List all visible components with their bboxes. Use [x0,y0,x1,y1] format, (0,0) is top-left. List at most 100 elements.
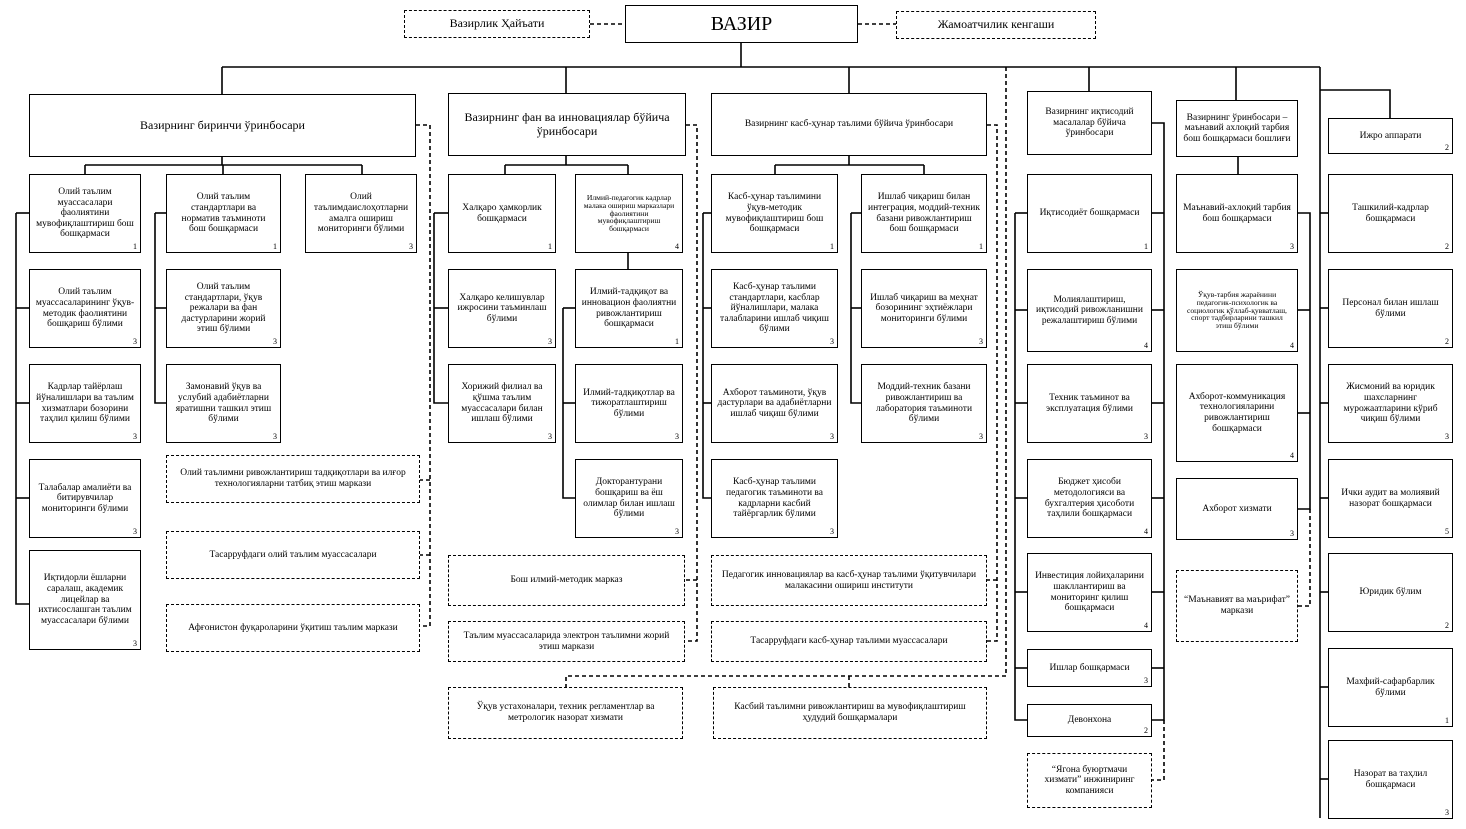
col1-b3-label: Замонавий ўқув ва услубий адабиётларни я… [175,382,272,425]
col1-a5: Иқтидорли ёшларни саралаш, академик лице… [29,550,141,650]
col3-a4-label: Касб-ҳунар таълими педагогик таъминоти в… [726,477,823,520]
col6-a1-label: Ижро аппарати [1359,130,1422,141]
col1-a2-count: 3 [133,337,137,346]
col3-d1-label: Педагогик инновациялар ва касб-ҳунар таъ… [721,569,977,591]
col2-a1-label: Халқаро ҳамкорлик бошқармаси [462,202,542,224]
col2-b4-count: 3 [675,527,679,536]
col5-d1-label: “Маънавият ва маърифат” маркази [1184,595,1290,616]
col2-b1-count: 4 [675,242,679,251]
col1-a1: Олий таълим муассасалари фаолиятини муво… [29,174,141,253]
connector-line [1298,212,1311,510]
col2-d2-label: Таълим муассасаларида электрон таълимни … [463,630,670,652]
col2-d3-label: Ўқув устахоналари, техник регламентлар в… [476,702,655,723]
col3-b2: Ишлаб чиқариш ва меҳнат бозорининг эҳтиё… [861,269,987,348]
connector-line [850,213,861,404]
col2-a2-label: Халқаро келишувлар ижросини таъминлаш бў… [457,292,547,324]
col2-a2: Халқаро келишувлар ижросини таъминлаш бў… [448,269,556,348]
col6-a2-count: 2 [1445,242,1449,251]
col6-a4: Жисмоний ва юридик шахсларнинг мурожаатл… [1328,364,1453,443]
col2-d2: Таълим муассасаларида электрон таълимни … [448,621,685,662]
col3-a3: Ахборот таъминоти, ўқув дастурлари ва ад… [711,364,838,443]
col1-d2: Тасарруфдаги олий таълим муассасалари [166,531,420,579]
col2-a1-count: 1 [548,242,552,251]
col3-a2-count: 3 [830,337,834,346]
col2-b3: Илмий-тадқиқотлар ва тижоратлаштириш бўл… [575,364,683,443]
col5-a1-count: 3 [1290,242,1294,251]
col5-a4-label: Ахборот хизмати [1202,503,1272,514]
col4-a3-label: Техник таъминот ва эксплуатация бўлими [1046,392,1133,414]
col1-b1-label: Олий таълим стандартлари ва норматив таъ… [181,192,266,235]
col4-a6: Ишлар бошқармаси 3 [1027,649,1152,687]
col6-a8-label: Назорат ва таҳлил бошқармаси [1353,768,1428,790]
col1-a3-count: 3 [133,432,137,441]
col2-d3: Ўқув устахоналари, техник регламентлар в… [448,687,683,739]
col5-a2: Ўқув-тарбия жараёнини педагогик-психолог… [1176,269,1298,352]
col4-a4-count: 4 [1144,527,1148,536]
col3-a2-label: Касб-ҳунар таълими стандартлари, касблар… [720,281,829,335]
connector-line [702,213,711,499]
col4-a7-count: 2 [1144,726,1148,735]
col3-b3: Моддий-техник базани ривожлантириш ва ла… [861,364,987,443]
col4-a3-count: 3 [1144,432,1148,441]
col2-b2-label: Илмий-тадқиқот ва инновацион фаолиятни р… [581,287,677,330]
col6-a8-count: 3 [1445,808,1449,817]
connector-line [565,67,1007,687]
col2-a3-label: Хорижий филиал ва қўшма таълим муассасал… [461,382,543,425]
connector-line [1014,213,1027,721]
col4-a7: Девонхона 2 [1027,704,1152,737]
minister-box: ВАЗИР [625,5,858,43]
col1-b1: Олий таълим стандартлари ва норматив таъ… [166,174,281,253]
col4-a1-count: 1 [1144,242,1148,251]
economy-deputy-box: Вазирнинг иқтисодий масалалар бўйича ўри… [1027,91,1152,155]
col6-a5-label: Ички аудит ва молиявий назорат бошқармас… [1341,487,1440,509]
col1-d2-label: Тасарруфдаги олий таълим муассасалари [209,549,377,560]
col6-a2-label: Ташкилий-кадрлар бошқармаси [1352,202,1429,224]
col6-a6-count: 2 [1445,621,1449,630]
col5-a2-count: 4 [1290,341,1294,350]
connector-line [1152,720,1165,781]
col1-b2: Олий таълим стандартлари, ўқув режалари … [166,269,281,348]
col2-b2-count: 1 [675,337,679,346]
col6-a4-count: 3 [1445,432,1449,441]
col3-b3-count: 3 [979,432,983,441]
col2-a3: Хорижий филиал ва қўшма таълим муассасал… [448,364,556,443]
col1-a4-count: 3 [133,527,137,536]
col6-a5-count: 5 [1445,527,1449,536]
col3-d3: Касбий таълимни ривожлантириш ва мувофиқ… [713,687,987,739]
first-deputy-box-label: Вазирнинг биринчи ўринбосари [140,117,305,132]
col4-a7-label: Девонхона [1067,715,1112,726]
col3-b2-count: 3 [979,337,983,346]
connector-line [154,213,166,404]
col1-b1-count: 1 [273,242,277,251]
col4-a5: Инвестиция лойиҳаларини шакллантириш ва … [1027,553,1152,632]
col6-a7-count: 1 [1445,716,1449,725]
col4-a6-count: 3 [1144,676,1148,685]
col2-b4-label: Докторантурани бошқариш ва ёш олимлар би… [583,477,675,520]
col3-d3-label: Касбий таълимни ривожлантириш ва мувофиқ… [734,702,966,723]
col1-b2-count: 3 [273,337,277,346]
col1-a5-label: Иқтидорли ёшларни саралаш, академик лице… [38,573,132,626]
col6-a2: Ташкилий-кадрлар бошқармаси 2 [1328,174,1453,253]
ministry-board-box-label: Вазирлик Ҳайъати [449,16,545,31]
col1-d3: Афғонистон фуқароларини ўқитиш таълим ма… [166,604,420,652]
connector-line [433,213,448,404]
connector-line [416,124,431,627]
col5-a3-count: 4 [1290,451,1294,460]
col1-c1-label: Олий таълимдаислоҳотларни амалга ошириш … [313,192,409,235]
col1-d1: Олий таълимни ривожлантириш тадқиқотлари… [166,455,420,503]
col4-a2-label: Молиялаштириш, иқтисодий ривожланишни ре… [1036,294,1143,326]
col3-a4: Касб-ҳунар таълими педагогик таъминоти в… [711,459,838,538]
connector-line [562,308,575,499]
col2-b4: Докторантурани бошқариш ва ёш олимлар би… [575,459,683,538]
col1-c1: Олий таълимдаислоҳотларни амалга ошириш … [305,174,417,253]
col1-d1-label: Олий таълимни ривожлантириш тадқиқотлари… [180,468,406,489]
vocational-deputy-box-label: Вазирнинг касб-ҳунар таълими бўйича ўрин… [744,119,954,130]
col3-a1-label: Касб-ҳунар таълимини ўқув-методик мувофи… [725,192,824,235]
public-council-box-label: Жамоатчилик кенгаши [937,17,1055,32]
col4-a6-label: Ишлар бошқармаси [1049,662,1130,673]
